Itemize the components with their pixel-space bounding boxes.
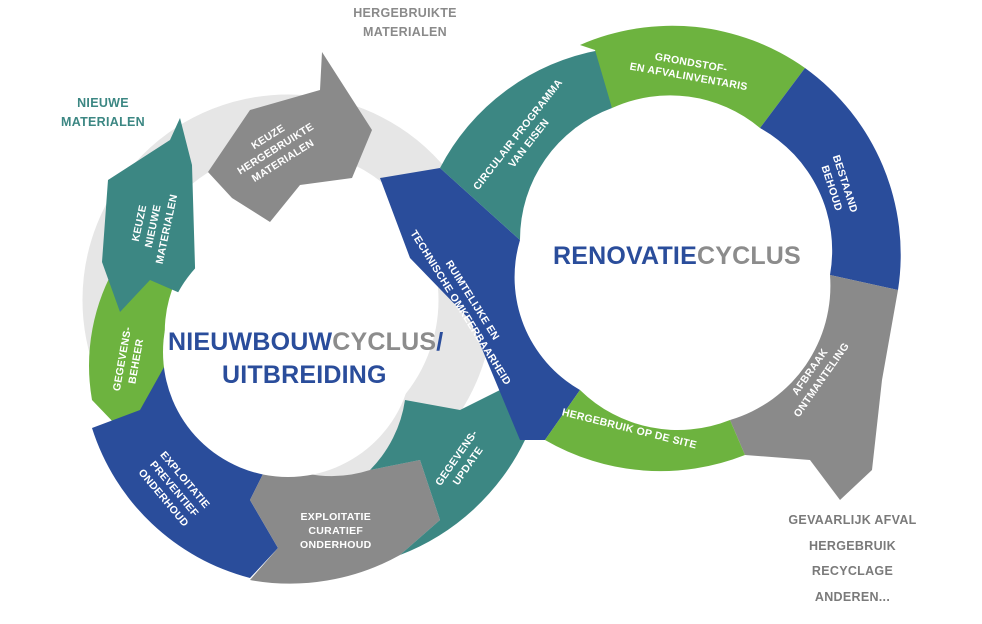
left-title-part1: NIEUWBOUW — [168, 328, 333, 356]
label-line: MATERIALEN — [362, 25, 447, 40]
segment-hergebruik-op-de-site — [545, 390, 745, 472]
left-title-part2: CYCLUS — [332, 328, 437, 356]
segment-grondstof-afvalinventaris — [580, 25, 805, 128]
label-line: MATERIALEN — [60, 115, 145, 130]
right-cycle-center — [532, 115, 812, 395]
left-cycle-title-line2: UITBREIDING — [222, 360, 387, 389]
segment-circulair-programma — [440, 50, 612, 240]
right-title-part1: RENOVATIE — [553, 242, 697, 270]
left-cycle-title: NIEUWBOUWCYCLUS/ UITBREIDING — [168, 326, 443, 391]
text-exploitatie-curatief: EXPLOITATIE CURATIEF ONDERHOUD — [300, 510, 372, 553]
output-item: ANDEREN... — [814, 589, 891, 604]
seg-line: ONDERHOUD — [300, 539, 372, 552]
label-line: NIEUWE — [77, 96, 129, 110]
segment-bestaand-behoud — [760, 68, 901, 290]
output-item: HERGEBRUIK — [808, 538, 897, 553]
label-line: HERGEBRUIKTE — [353, 6, 457, 20]
seg-line: CURATIEF — [308, 525, 364, 538]
segment-exploitatie-curatief — [250, 460, 440, 584]
seg-line: EXPLOITATIE — [300, 511, 372, 523]
segment-keuze-nieuwe-materialen — [102, 118, 196, 312]
right-cycle-title: RENOVATIECYCLUS — [553, 242, 801, 271]
output-item: GEVAARLIJK AFVAL — [788, 513, 917, 527]
segment-keuze-hergebruikte-materialen — [208, 52, 372, 222]
label-hergebruikte-materialen: HERGEBRUIKTE MATERIALEN — [330, 4, 480, 43]
left-cycle-center — [163, 227, 413, 477]
segment-gegevens-update — [370, 380, 525, 555]
left-title-part3: / — [436, 328, 444, 356]
segment-ruimtelijke-omkeerbaarheid — [380, 168, 580, 440]
segment-afbraak-ontmanteling — [730, 275, 898, 500]
label-nieuwe-materialen: NIEUWE MATERIALEN — [48, 94, 158, 133]
output-item: RECYCLAGE — [811, 564, 894, 579]
label-outputs: GEVAARLIJK AFVAL HERGEBRUIK RECYCLAGE AN… — [765, 508, 940, 611]
segment-exploitatie-preventief — [92, 360, 278, 578]
right-title-part2: CYCLUS — [696, 242, 801, 270]
left-cycle-title-line1: NIEUWBOUWCYCLUS/ — [168, 326, 443, 359]
